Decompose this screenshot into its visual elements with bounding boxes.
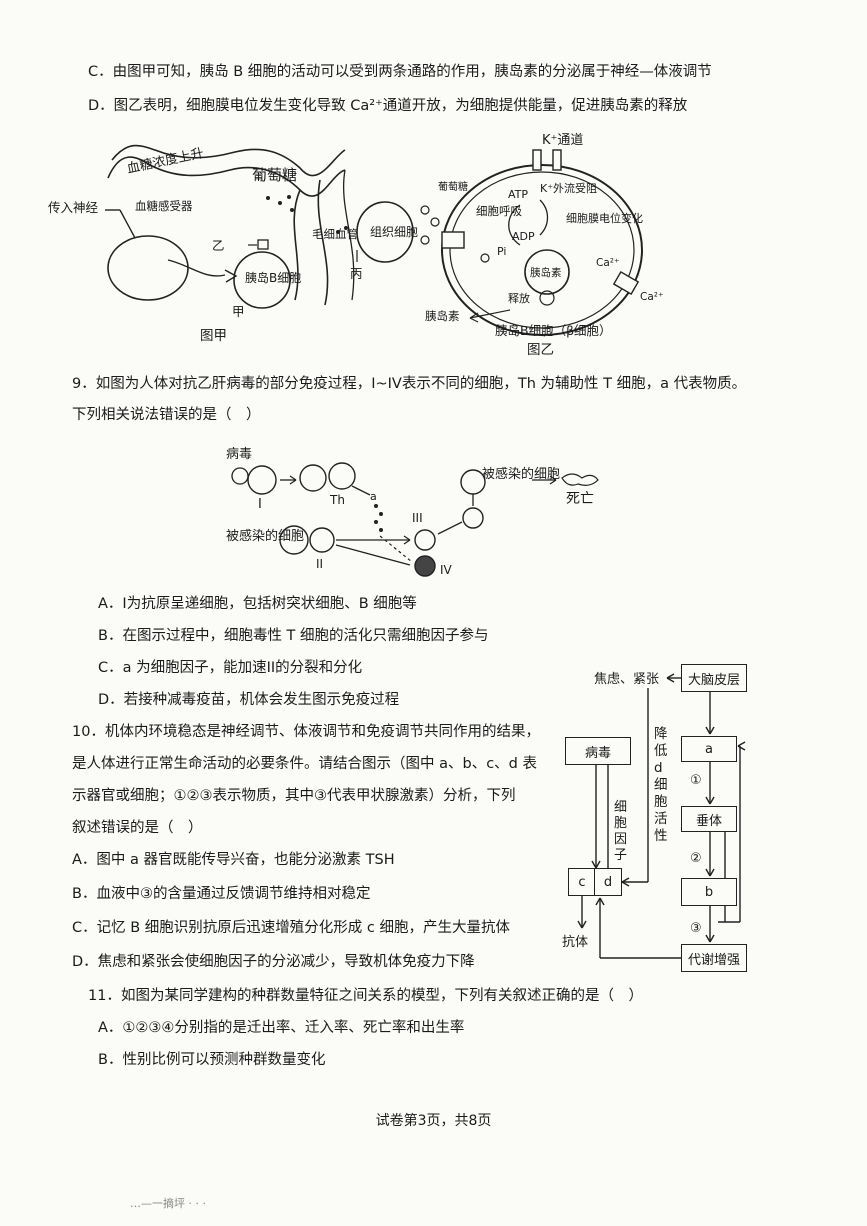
q10-box-d: d — [594, 868, 622, 896]
q9-stem-1: 9．如图为人体对抗乙肝病毒的部分免疫过程，I~IV表示不同的细胞，Th 为辅助性… — [72, 376, 747, 392]
q10-metabolism-box: 代谢增强 — [681, 944, 747, 972]
adp-label: ADP — [512, 230, 535, 243]
k-efflux-label: K⁺外流受阻 — [540, 181, 597, 195]
q10-s2: ② — [690, 851, 702, 866]
q9-option-c: C．a 为细胞因子，能加速II的分裂和分化 — [98, 660, 363, 676]
figure-q9: 病毒 I Th a 被感染的细胞 被感染的细胞 II III IV 死亡 — [226, 447, 599, 577]
label-yi: 乙 — [212, 238, 225, 253]
tissue-cell-label: 组织细胞 — [370, 225, 418, 239]
q10-box-c: c — [568, 868, 596, 896]
label-bing: 丙 — [350, 266, 363, 281]
release-label: 释放 — [508, 291, 530, 305]
q10-stem-3: 示器官或细胞；①②③表示物质，其中③代表甲状腺激素）分析，下列 — [72, 788, 516, 804]
page-footer: 试卷第3页，共8页 — [375, 1113, 492, 1129]
q9-virus-label: 病毒 — [226, 447, 252, 462]
ca-inside-label: Ca²⁺ — [596, 257, 620, 269]
sensor-label: 血糖感受器 — [135, 199, 193, 213]
figure-q10: 焦虑、紧张 ① ② ③ 抗体 — [562, 672, 746, 959]
q11-option-b: B．性别比例可以预测种群数量变化 — [98, 1052, 326, 1068]
insulin-label: 胰岛素 — [425, 309, 460, 323]
atp-label: ATP — [508, 188, 528, 201]
figure-yi: K⁺通道 葡萄糖 ATP ADP Pi 细胞呼吸 K⁺外流受阻 细胞膜电位变化 … — [420, 133, 664, 358]
q10-option-b: B．血液中③的含量通过反馈调节维持相对稳定 — [72, 886, 371, 902]
q9-stem-2: 下列相关说法错误的是（ ） — [72, 407, 261, 423]
q9-cell-ii: II — [316, 557, 323, 571]
ca-outside-label: Ca²⁺ — [640, 291, 664, 303]
q10-box-b: b — [681, 878, 737, 906]
q9-death: 死亡 — [566, 491, 594, 507]
q9-option-b: B．在图示过程中，细胞毒性 T 细胞的活化只需细胞因子参与 — [98, 628, 489, 644]
glucose-label-yi: 葡萄糖 — [438, 180, 468, 193]
q10-option-d: D．焦虑和紧张会使细胞因子的分泌减少，导致机体免疫力下降 — [72, 954, 475, 970]
q10-pituitary-box: 垂体 — [681, 806, 737, 832]
membrane-change-label: 细胞膜电位变化 — [566, 211, 643, 225]
afferent-nerve-label: 传入神经 — [48, 200, 99, 215]
q9-cell-i: I — [258, 497, 262, 512]
k-channel-label: K⁺通道 — [542, 133, 583, 148]
q10-virus-box: 病毒 — [565, 737, 631, 765]
q9-infected-top: 被感染的细胞 — [482, 466, 560, 482]
q9-cell-iv: IV — [440, 563, 453, 577]
q10-cortex-box: 大脑皮层 — [681, 664, 747, 692]
q10-anxiety: 焦虑、紧张 — [594, 672, 659, 687]
q9-infected-left: 被感染的细胞 — [226, 528, 304, 544]
q10-s3: ③ — [690, 921, 702, 936]
insulin-vesicle-label: 胰岛素 — [530, 266, 562, 279]
q10-stem-4: 叙述错误的是（ ） — [72, 820, 203, 836]
q10-stem-2: 是人体进行正常生命活动的必要条件。请结合图示（图中 a、b、c、d 表 — [72, 756, 537, 772]
fig-yi-caption: 图乙 — [527, 342, 554, 358]
q8-option-c: C．由图甲可知，胰岛 B 细胞的活动可以受到两条通路的作用，胰岛素的分泌属于神经… — [88, 64, 712, 80]
respiration-label: 细胞呼吸 — [476, 204, 522, 218]
q10-cytokine: 细胞因子 — [614, 800, 628, 863]
q10-reduce-activity: 降低d细胞活性 — [654, 726, 668, 844]
q11-option-a: A．①②③④分别指的是迁出率、迁入率、死亡率和出生率 — [98, 1020, 465, 1036]
fig-jia-caption: 图甲 — [200, 328, 227, 344]
q9-cell-iii: III — [412, 511, 423, 525]
scribble-note: …—一摘坪 · · · — [130, 1197, 206, 1210]
q10-box-a: a — [681, 736, 737, 762]
figure-jia: 血糖浓度上升 葡萄糖 传入神经 血糖感受器 乙 胰岛B细胞 甲 毛细血管 组织细… — [48, 144, 418, 344]
q11-stem: 11．如图为某同学建构的种群数量特征之间关系的模型，下列有关叙述正确的是（ ） — [88, 988, 643, 1004]
q10-s1: ① — [690, 773, 702, 788]
capillary-label: 毛细血管 — [312, 227, 358, 241]
q8-option-d: D．图乙表明，细胞膜电位发生变化导致 Ca²⁺通道开放，为细胞提供能量，促进胰岛… — [88, 98, 688, 114]
q9-th: Th — [329, 493, 345, 507]
q9-option-a: A．I为抗原呈递细胞，包括树突状细胞、B 细胞等 — [98, 596, 417, 612]
glucose-label: 葡萄糖 — [252, 166, 297, 184]
q10-stem-1: 10．机体内环境稳态是神经调节、体液调节和免疫调节共同作用的结果， — [72, 724, 540, 740]
pi-label: Pi — [497, 245, 506, 258]
q10-antibody: 抗体 — [562, 935, 588, 950]
islet-cell-label: 胰岛B细胞 — [245, 270, 301, 285]
label-jia: 甲 — [232, 304, 245, 319]
q9-a: a — [370, 490, 377, 503]
cell-name-label: 胰岛B细胞（β细胞） — [495, 323, 612, 338]
q9-option-d: D．若接种减毒疫苗，机体会发生图示免疫过程 — [98, 692, 400, 708]
q10-option-a: A．图中 a 器官既能传导兴奋，也能分泌激素 TSH — [72, 852, 395, 868]
q10-option-c: C．记忆 B 细胞识别抗原后迅速增殖分化形成 c 细胞，产生大量抗体 — [72, 920, 510, 936]
